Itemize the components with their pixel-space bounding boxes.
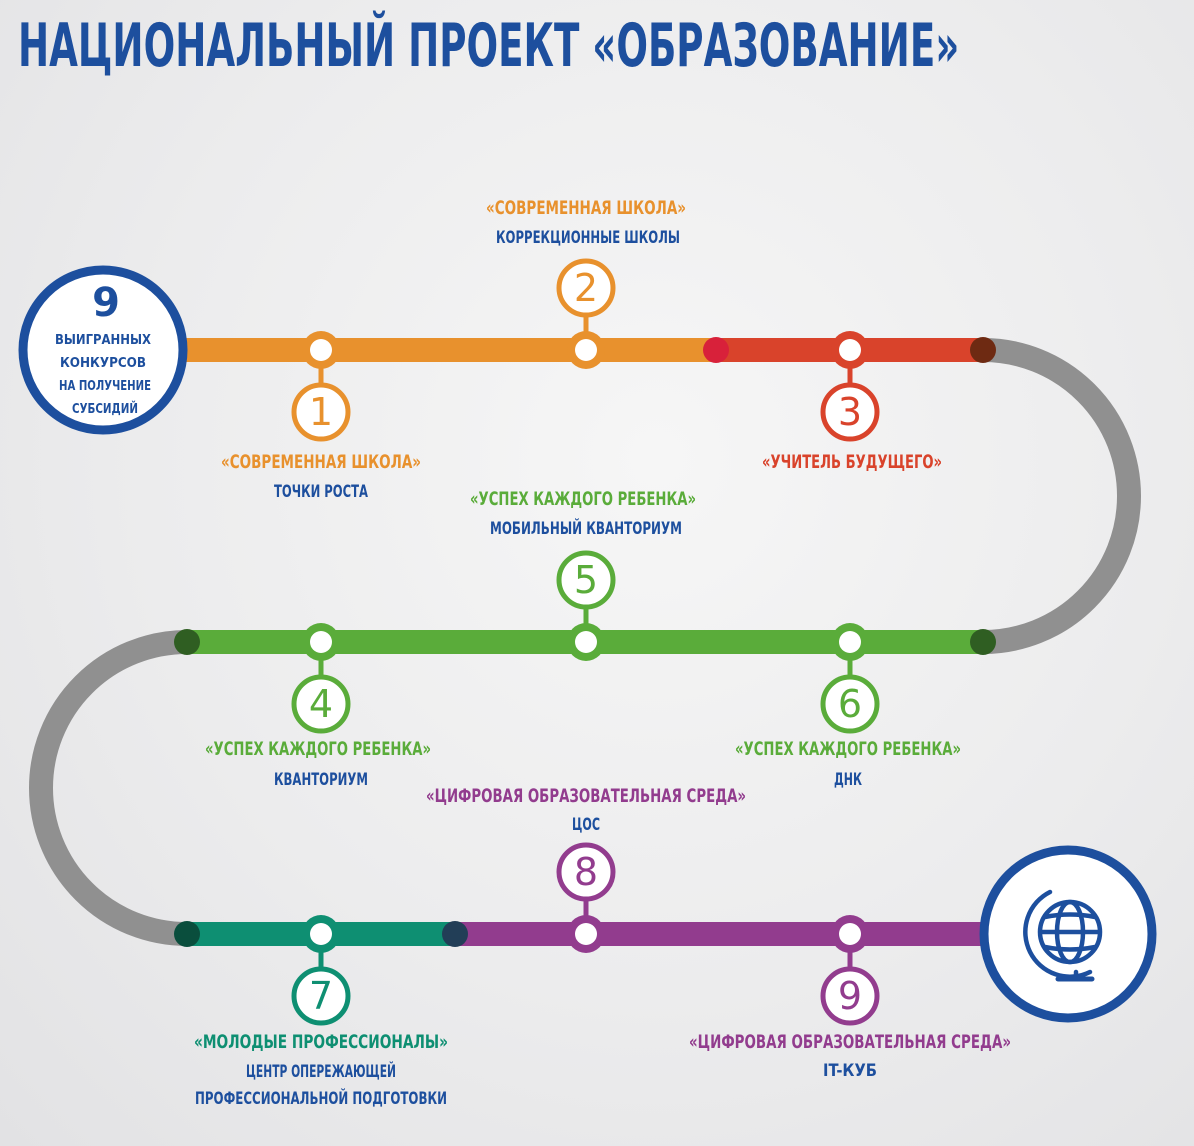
stop-number-circle [291, 674, 351, 734]
end-badge [979, 845, 1157, 1023]
start-badge-line: КОНКУРСОВ [60, 356, 146, 371]
stop-number-circle [556, 258, 616, 318]
stop-number: 9 [838, 974, 862, 1018]
stop-title: «СОВРЕМЕННАЯ ШКОЛА» [221, 451, 421, 473]
stop-number-circle [820, 966, 880, 1026]
stop-number: 3 [838, 390, 862, 434]
stop-title: «УСПЕХ КАЖДОГО РЕБЕНКА» [205, 738, 431, 760]
station-marker-inner [575, 631, 597, 653]
stop-subtitle: КОРРЕКЦИОННЫЕ ШКОЛЫ [496, 228, 680, 248]
stop-4: 4 «УСПЕХ КАЖДОГО РЕБЕНКА» КВАНТОРИУМ [205, 623, 431, 790]
station-marker-inner [310, 923, 332, 945]
stop-7: 7 «МОЛОДЫЕ ПРОФЕССИОНАЛЫ» ЦЕНТР ОПЕРЕЖАЮЩЕ… [194, 915, 448, 1109]
station-marker-inner [839, 339, 861, 361]
start-badge-line: СУБСИДИЙ [72, 401, 138, 417]
stop-subtitle: ДНК [834, 770, 862, 790]
stop-number: 6 [838, 682, 862, 726]
page-title: НАЦИОНАЛЬНЫЙ ПРОЕКТ «ОБРАЗОВАНИЕ» [18, 11, 960, 81]
joint-dot [442, 921, 468, 947]
stop-subtitle: IT-КУБ [823, 1061, 877, 1081]
stop-subtitle: КВАНТОРИУМ [274, 770, 368, 790]
station-marker-inner [839, 631, 861, 653]
joint-dot [174, 629, 200, 655]
stop-3: 3 «УЧИТЕЛЬ БУДУЩЕГО» [762, 331, 942, 473]
stop-subtitle: ТОЧКИ РОСТА [274, 482, 369, 502]
stop-number: 2 [574, 266, 598, 310]
stop-title: «УСПЕХ КАЖДОГО РЕБЕНКА» [735, 738, 961, 760]
station-marker-inner [575, 923, 597, 945]
stop-title: «МОЛОДЫЕ ПРОФЕССИОНАЛЫ» [194, 1031, 448, 1053]
stop-title: «УЧИТЕЛЬ БУДУЩЕГО» [762, 451, 942, 473]
station-marker-inner [575, 339, 597, 361]
stop-number-circle [820, 382, 880, 442]
stop-6: 6 «УСПЕХ КАЖДОГО РЕБЕНКА» ДНК [735, 623, 961, 790]
stop-number: 1 [309, 390, 333, 434]
stop-subtitle: ЦОС [572, 815, 600, 835]
station-marker-inner [839, 923, 861, 945]
route-curve-left [29, 630, 188, 946]
stops-layer: 1 «СОВРЕМЕННАЯ ШКОЛА» ТОЧКИ РОСТА 2 «СОВРЕМЕ… [194, 197, 1011, 1109]
stop-9: 9 «ЦИФРОВАЯ ОБРАЗОВАТЕЛЬНАЯ СРЕДА» IT-КУБ [689, 915, 1011, 1081]
stop-1: 1 «СОВРЕМЕННАЯ ШКОЛА» ТОЧКИ РОСТА [221, 331, 421, 502]
joint-dot [703, 337, 729, 363]
joint-dot [174, 921, 200, 947]
stop-8: 8 «ЦИФРОВАЯ ОБРАЗОВАТЕЛЬНАЯ СРЕДА» ЦОС [426, 785, 746, 953]
stop-number-circle [556, 842, 616, 902]
stop-number: 7 [309, 974, 333, 1018]
station-marker-inner [310, 631, 332, 653]
stop-number: 8 [574, 850, 598, 894]
joint-dot [970, 629, 996, 655]
stop-title: «ЦИФРОВАЯ ОБРАЗОВАТЕЛЬНАЯ СРЕДА» [689, 1031, 1011, 1053]
stop-subtitle: ПРОФЕССИОНАЛЬНОЙ ПОДГОТОВКИ [195, 1087, 447, 1109]
start-badge-line: НА ПОЛУЧЕНИЕ [59, 379, 151, 394]
stop-number-circle [820, 674, 880, 734]
stop-subtitle: ЦЕНТР ОПЕРЕЖАЮЩЕЙ [246, 1060, 396, 1082]
start-badge: 9 ВЫИГРАННЫХ КОНКУРСОВ НА ПОЛУЧЕНИЕ СУБС… [18, 265, 188, 435]
start-badge-line: ВЫИГРАННЫХ [55, 333, 151, 348]
globe-icon [1023, 889, 1103, 982]
stop-subtitle: МОБИЛЬНЫЙ КВАНТОРИУМ [490, 517, 682, 539]
stop-number: 4 [309, 682, 333, 726]
stop-number: 5 [574, 558, 598, 602]
stop-number-circle [556, 550, 616, 610]
station-marker-inner [310, 339, 332, 361]
start-badge-number: 9 [92, 280, 120, 326]
stop-number-circle [291, 382, 351, 442]
stop-title: «СОВРЕМЕННАЯ ШКОЛА» [486, 197, 686, 219]
stop-title: «УСПЕХ КАЖДОГО РЕБЕНКА» [470, 488, 696, 510]
stop-2: 2 «СОВРЕМЕННАЯ ШКОЛА» КОРРЕКЦИОННЫЕ ШКОЛЫ [486, 197, 686, 369]
joint-dot [970, 337, 996, 363]
stop-title: «ЦИФРОВАЯ ОБРАЗОВАТЕЛЬНАЯ СРЕДА» [426, 785, 746, 807]
stop-5: 5 «УСПЕХ КАЖДОГО РЕБЕНКА» МОБИЛЬНЫЙ КВАНТО… [470, 488, 696, 661]
route-curve-right [982, 338, 1141, 654]
stop-number-circle [291, 966, 351, 1026]
